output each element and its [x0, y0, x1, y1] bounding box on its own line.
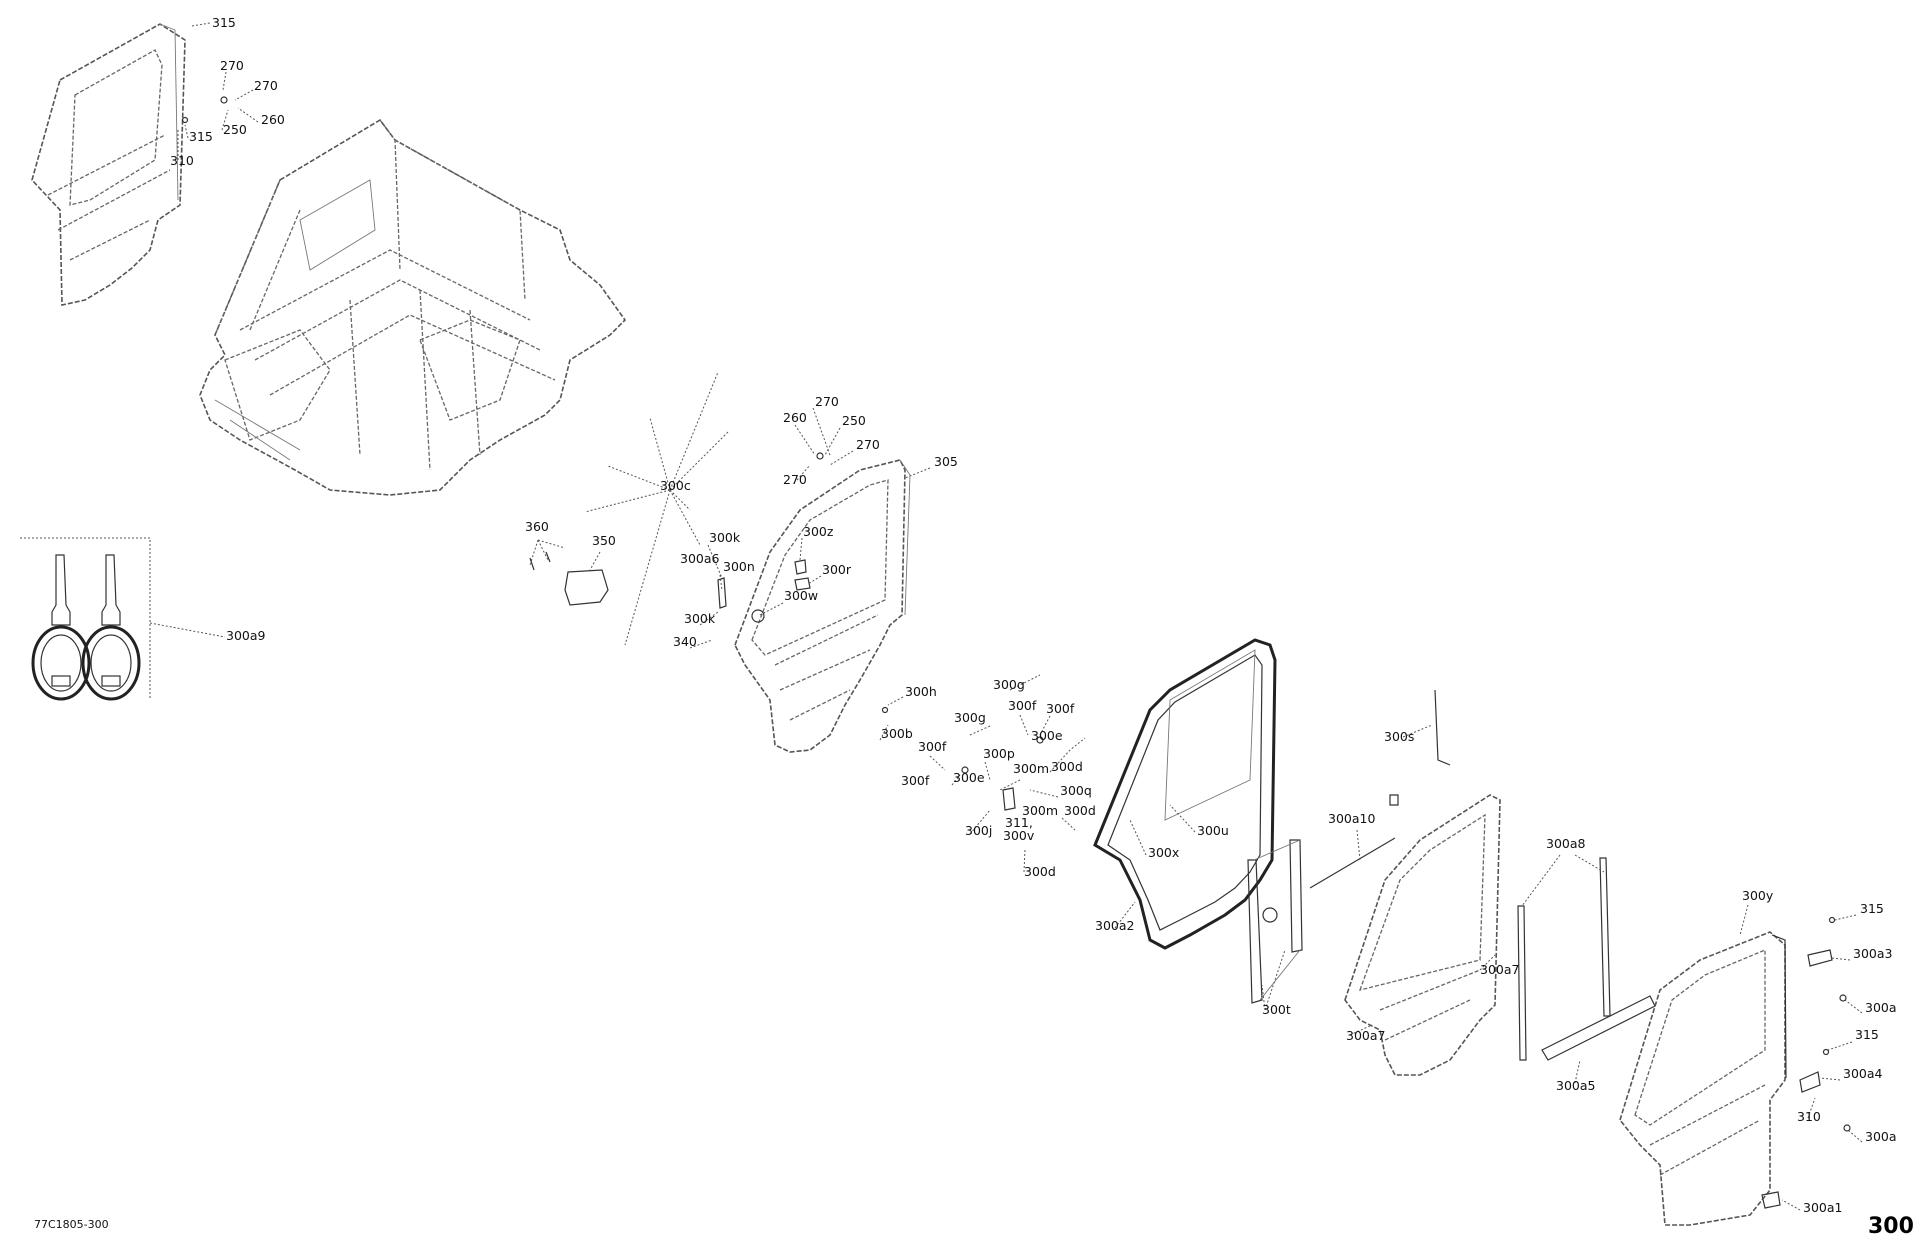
- callout-315: 315: [1860, 901, 1884, 916]
- callout-300a8: 300a8: [1546, 836, 1586, 851]
- callout-300p: 300p: [983, 746, 1015, 761]
- callout-300h: 300h: [905, 684, 937, 699]
- rear-door-outer-300y: [1619, 904, 1801, 1226]
- rear-door-inner-panel: [1344, 794, 1501, 1076]
- front-door-frame-305: [689, 407, 931, 753]
- drawing-code: 77C1805-300: [34, 1218, 109, 1231]
- callout-250: 250: [842, 413, 866, 428]
- leader-lines-top-left: [177, 22, 259, 160]
- callout-300a7: 300a7: [1346, 1028, 1385, 1043]
- callout-300f: 300f: [918, 739, 947, 754]
- callout-300b: 300b: [881, 726, 913, 741]
- callout-300d: 300d: [1051, 759, 1083, 774]
- callout-300a4: 300a4: [1843, 1066, 1883, 1081]
- callout-270: 270: [783, 472, 807, 487]
- strip-300a5: [1541, 995, 1656, 1084]
- hardware-cluster: [879, 674, 1086, 873]
- callout-300f: 300f: [901, 773, 930, 788]
- callout-300g: 300g: [993, 677, 1025, 692]
- vehicle-cage-frame: [199, 118, 627, 496]
- page-number: 300: [1868, 1214, 1914, 1239]
- callout-300e: 300e: [953, 770, 985, 785]
- callout-300j: 300j: [965, 823, 992, 838]
- callout-300u: 300u: [1197, 823, 1229, 838]
- callout-300m: 300m: [1013, 761, 1049, 776]
- callout-300a10: 300a10: [1328, 811, 1375, 826]
- callout-300e: 300e: [1031, 728, 1063, 743]
- callout-300k: 300k: [684, 611, 716, 626]
- callout-300a1: 300a1: [1803, 1200, 1842, 1215]
- callout-300r: 300r: [822, 562, 852, 577]
- right-side-hardware: [1799, 914, 1863, 1143]
- callout-300d: 300d: [1024, 864, 1056, 879]
- mirror-part-350: [529, 539, 609, 606]
- callout-315: 315: [189, 129, 213, 144]
- callout-300x: 300x: [1148, 845, 1179, 860]
- callout-270: 270: [254, 78, 278, 93]
- door-frame-upper-left: [31, 23, 186, 306]
- rod-300a10: [1309, 829, 1396, 889]
- callout-300d: 300d: [1064, 803, 1096, 818]
- callout-300k: 300k: [709, 530, 741, 545]
- callout-270: 270: [220, 58, 244, 73]
- callout-300c: 300c: [660, 478, 691, 493]
- callout-360: 360: [525, 519, 549, 534]
- callout-300t: 300t: [1262, 1002, 1291, 1017]
- callout-315: 315: [212, 15, 236, 30]
- callout-300a: 300a: [1865, 1000, 1897, 1015]
- callout-270: 270: [815, 394, 839, 409]
- hardware-300c-leaders: [584, 371, 729, 646]
- callout-300w: 300w: [784, 588, 818, 603]
- callout-300z: 300z: [803, 524, 834, 539]
- callout-310: 310: [1797, 1109, 1821, 1124]
- callout-270: 270: [856, 437, 880, 452]
- callout-300a: 300a: [1865, 1129, 1897, 1144]
- callout-340: 340: [673, 634, 697, 649]
- callout-300s: 300s: [1384, 729, 1414, 744]
- callout-300a7: 300a7: [1480, 962, 1519, 977]
- callout-300m: 300m: [1022, 803, 1058, 818]
- callout-300a9: 300a9: [226, 628, 266, 643]
- callout-300a6: 300a6: [680, 551, 720, 566]
- callout-300f: 300f: [1008, 698, 1037, 713]
- callout-300v: 300v: [1003, 828, 1035, 843]
- weather-strips-300a8: [1517, 854, 1611, 1061]
- key-set-300a9: [20, 537, 226, 701]
- callout-260: 260: [261, 112, 285, 127]
- bracket-300s: [1389, 689, 1451, 806]
- callout-250: 250: [223, 122, 247, 137]
- callout-311,: 311,: [1005, 815, 1033, 830]
- callout-300a5: 300a5: [1556, 1078, 1595, 1093]
- callout-300g: 300g: [954, 710, 986, 725]
- callout-300a2: 300a2: [1095, 918, 1134, 933]
- callout-300q: 300q: [1060, 783, 1092, 798]
- callout-350: 350: [592, 533, 616, 548]
- callout-300y: 300y: [1742, 888, 1774, 903]
- door-seal-300a2: [1093, 638, 1277, 950]
- callout-310: 310: [170, 153, 194, 168]
- callout-300f: 300f: [1046, 701, 1075, 716]
- callout-260: 260: [783, 410, 807, 425]
- callout-305: 305: [934, 454, 958, 469]
- callout-300a3: 300a3: [1853, 946, 1892, 961]
- callout-300n: 300n: [723, 559, 755, 574]
- callout-315: 315: [1855, 1027, 1879, 1042]
- window-regulators-300t: [1247, 839, 1303, 1011]
